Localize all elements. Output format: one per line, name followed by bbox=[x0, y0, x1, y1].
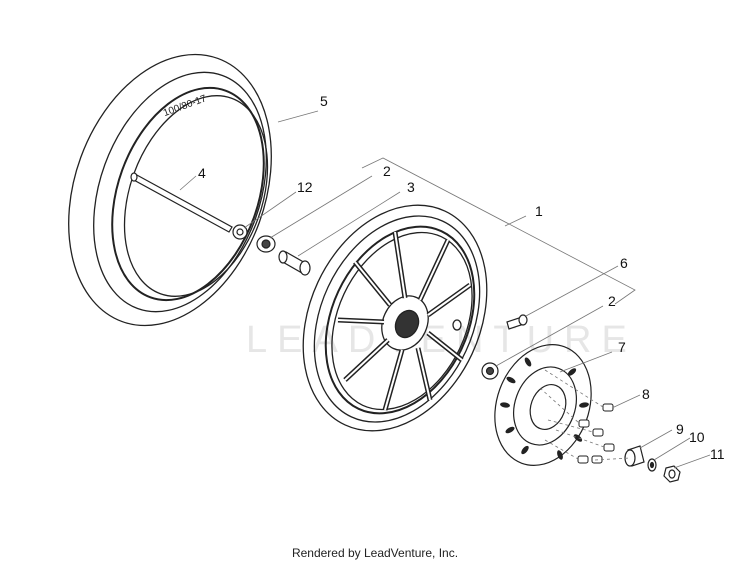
disc-bolts bbox=[577, 403, 615, 464]
callout-2-lower: 2 bbox=[608, 293, 616, 309]
footer-credit: Rendered by LeadVenture, Inc. bbox=[291, 546, 459, 560]
rim bbox=[302, 204, 488, 432]
wheel-spacer bbox=[624, 445, 645, 467]
callout-5: 5 bbox=[320, 93, 328, 109]
tire-sidewall-text: 100/80-17 bbox=[162, 93, 208, 119]
callout-8: 8 bbox=[642, 386, 650, 402]
axle-nut bbox=[663, 465, 681, 483]
callout-4: 4 bbox=[198, 165, 206, 181]
valve-stem bbox=[506, 314, 528, 330]
callout-2-upper: 2 bbox=[383, 163, 391, 179]
spacer bbox=[278, 250, 311, 276]
callouts: 1 2 3 4 5 6 2 7 8 9 10 11 12 bbox=[198, 93, 725, 462]
callout-11: 11 bbox=[710, 446, 725, 462]
callout-6: 6 bbox=[620, 255, 628, 271]
tire: 100/80-17 bbox=[68, 53, 272, 327]
callout-10: 10 bbox=[689, 429, 705, 445]
left-bearing bbox=[256, 235, 276, 253]
callout-9: 9 bbox=[676, 421, 684, 437]
callout-7: 7 bbox=[618, 339, 626, 355]
callout-12: 12 bbox=[297, 179, 313, 195]
right-bearing bbox=[481, 362, 499, 380]
washer bbox=[647, 458, 657, 472]
axle bbox=[130, 172, 248, 240]
callout-3: 3 bbox=[407, 179, 415, 195]
leader-lines bbox=[179, 110, 711, 469]
callout-1: 1 bbox=[535, 203, 543, 219]
